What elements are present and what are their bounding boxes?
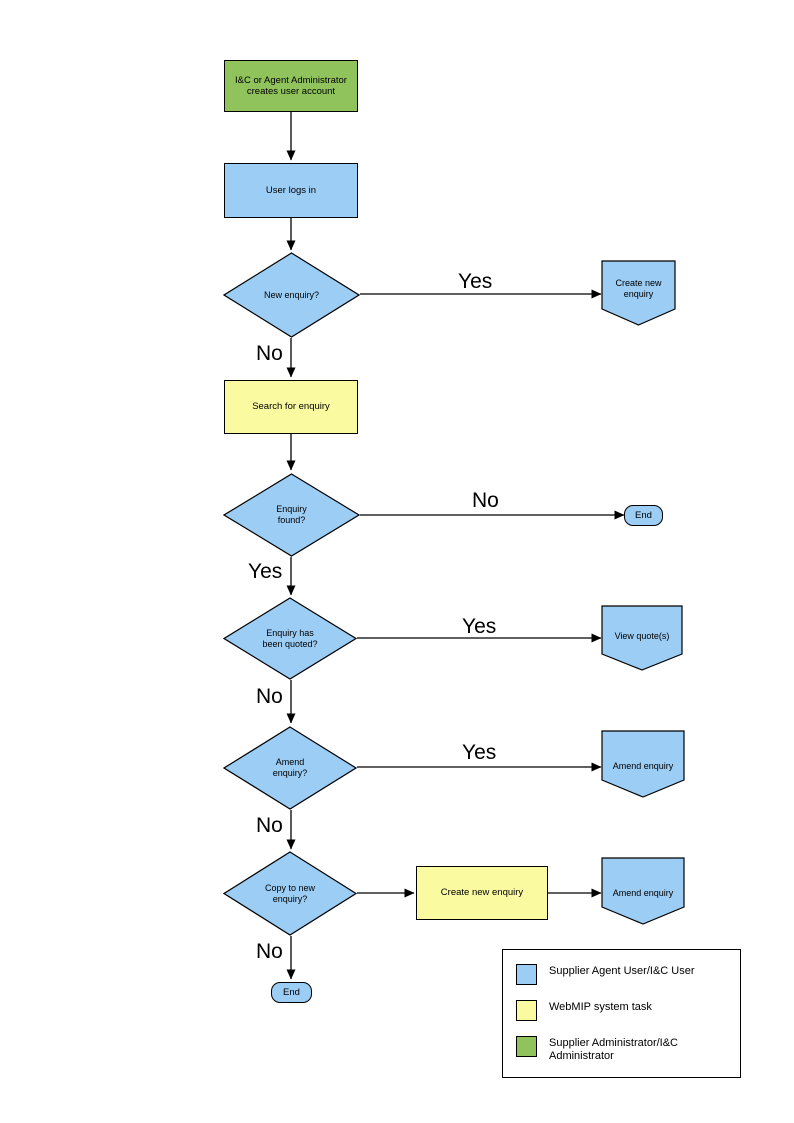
node-new-enquiry-decision[interactable]: New enquiry? — [223, 252, 360, 338]
node-search-for-enquiry[interactable]: Search for enquiry — [224, 380, 358, 434]
legend-label: WebMIP system task — [549, 1001, 652, 1013]
node-amend-enquiry-mid[interactable]: Amend enquiry — [601, 730, 685, 798]
legend: Supplier Agent User/I&C User WebMIP syst… — [502, 949, 741, 1078]
diamond-shape — [223, 473, 360, 557]
edge-label-new-enquiry-no: No — [256, 342, 283, 365]
legend-swatch-yellow — [516, 1000, 537, 1021]
node-label: Create new enquiry — [440, 887, 524, 899]
legend-item-supplier-administrator: Supplier Administrator/I&C Administrator — [516, 1036, 678, 1064]
node-label: End — [283, 987, 300, 998]
node-label: I&C or Agent Administrator creates user … — [235, 74, 347, 97]
edge-label-quoted-no: No — [256, 685, 283, 708]
legend-label: Supplier Administrator/I&C Administrator — [549, 1037, 678, 1063]
node-label: Copy to new enquiry? — [264, 882, 316, 904]
node-label: View quote(s) — [614, 631, 670, 641]
pentagon-shape — [601, 605, 683, 671]
node-user-logs-in[interactable]: User logs in — [224, 163, 358, 218]
node-label: Amend enquiry — [612, 888, 674, 898]
pentagon-shape — [601, 260, 676, 326]
node-label: End — [635, 510, 652, 521]
legend-item-webmip-system-task: WebMIP system task — [516, 1000, 652, 1021]
edge-label-enquiry-found-yes: Yes — [248, 560, 283, 583]
pentagon-shape — [601, 857, 685, 925]
node-label: Amend enquiry — [612, 761, 674, 771]
node-create-new-enquiry-top[interactable]: Create new enquiry — [601, 260, 676, 326]
legend-swatch-green — [516, 1036, 537, 1057]
legend-item-supplier-agent-user: Supplier Agent User/I&C User — [516, 964, 695, 985]
edge-label-enquiry-found-no: No — [472, 489, 499, 512]
node-label: Enquiry found? — [276, 504, 307, 525]
edge-label-quoted-yes: Yes — [462, 615, 497, 638]
node-amend-enquiry-bottom[interactable]: Amend enquiry — [601, 857, 685, 925]
node-create-new-enquiry-bottom[interactable]: Create new enquiry — [416, 866, 548, 920]
node-label: User logs in — [265, 184, 317, 196]
node-enquiry-quoted-decision[interactable]: Enquiry has been quoted? — [223, 597, 357, 680]
node-label: Enquiry has been quoted? — [262, 627, 318, 649]
diamond-shape — [223, 851, 357, 936]
edge-label-new-enquiry-yes: Yes — [458, 270, 493, 293]
node-label: Create new enquiry — [615, 278, 662, 299]
diamond-shape — [223, 726, 357, 810]
edge-label-copy-no: No — [256, 940, 283, 963]
node-end-top[interactable]: End — [624, 505, 663, 526]
node-end-bottom[interactable]: End — [271, 982, 312, 1003]
legend-swatch-blue — [516, 964, 537, 985]
node-label: Amend enquiry? — [272, 757, 308, 778]
diamond-shape — [223, 252, 360, 338]
pentagon-shape — [601, 730, 685, 798]
node-view-quotes[interactable]: View quote(s) — [601, 605, 683, 671]
node-amend-enquiry-decision[interactable]: Amend enquiry? — [223, 726, 357, 810]
node-admin-creates-user-account[interactable]: I&C or Agent Administrator creates user … — [224, 60, 358, 112]
edge-label-amend-no: No — [256, 814, 283, 837]
node-label: New enquiry? — [263, 289, 320, 300]
node-label: Search for enquiry — [252, 401, 330, 413]
node-enquiry-found-decision[interactable]: Enquiry found? — [223, 473, 360, 557]
edge-label-amend-yes: Yes — [462, 741, 497, 764]
node-copy-to-new-enquiry-decision[interactable]: Copy to new enquiry? — [223, 851, 357, 936]
legend-label: Supplier Agent User/I&C User — [549, 965, 695, 977]
diamond-shape — [223, 597, 357, 680]
